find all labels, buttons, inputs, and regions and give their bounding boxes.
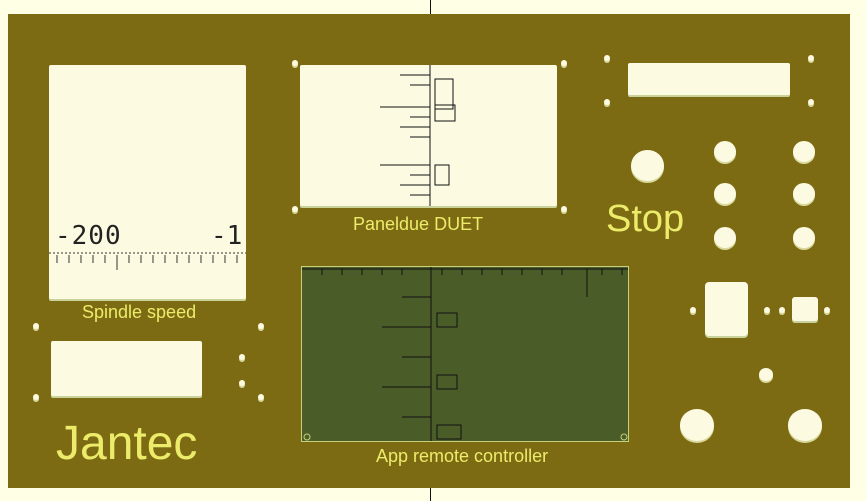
stop-label: Stop <box>606 198 685 240</box>
button-hole[interactable] <box>714 141 736 162</box>
button-hole[interactable] <box>793 141 815 162</box>
button-hole[interactable] <box>793 227 815 248</box>
paneldue-label: Paneldue DUET <box>353 214 484 234</box>
screw-hole <box>824 307 830 313</box>
led-hole <box>759 368 773 381</box>
screw-hole <box>33 323 39 329</box>
screw-hole <box>808 99 814 105</box>
screw-hole <box>239 380 245 386</box>
button-hole[interactable] <box>714 227 736 248</box>
screw-hole <box>604 55 610 61</box>
small-display-left <box>51 341 202 396</box>
ruler-bottom <box>430 488 431 501</box>
screw-hole <box>561 60 567 66</box>
spindle-speed-label: Spindle speed <box>82 302 197 322</box>
paneldue-ruler <box>380 65 456 206</box>
screw-hole <box>292 206 298 212</box>
screw-hole <box>690 307 696 313</box>
remote-ruler <box>302 267 628 441</box>
screw-hole <box>239 354 245 360</box>
spindle-speed-display: -200 -1 <box>49 65 246 299</box>
screw-hole <box>258 394 264 400</box>
spindle-scale-left: -200 <box>55 221 122 251</box>
screw-hole <box>604 99 610 105</box>
button-hole[interactable] <box>793 183 815 204</box>
switch-cutout-small[interactable] <box>792 297 818 321</box>
screw-hole <box>561 206 567 212</box>
brand-logo-text: Jantec <box>56 417 198 470</box>
screw-hole <box>779 307 785 313</box>
top-right-display <box>628 63 790 95</box>
knob-hole-right[interactable] <box>788 409 822 441</box>
app-remote-window <box>301 266 629 442</box>
app-remote-label: App remote controller <box>376 446 549 466</box>
screw-hole <box>258 323 264 329</box>
screw-hole <box>808 55 814 61</box>
stop-button[interactable] <box>631 150 664 181</box>
button-hole[interactable] <box>714 183 736 204</box>
spindle-scale-right: -1 <box>211 221 243 251</box>
ruler-top <box>430 0 431 14</box>
screw-hole <box>33 394 39 400</box>
knob-hole-left[interactable] <box>680 409 714 441</box>
switch-cutout-large[interactable] <box>705 282 748 336</box>
screw-hole <box>292 60 298 66</box>
screw-hole <box>764 307 770 313</box>
spindle-ruler-ticks <box>49 252 246 270</box>
paneldue-display <box>300 65 557 206</box>
